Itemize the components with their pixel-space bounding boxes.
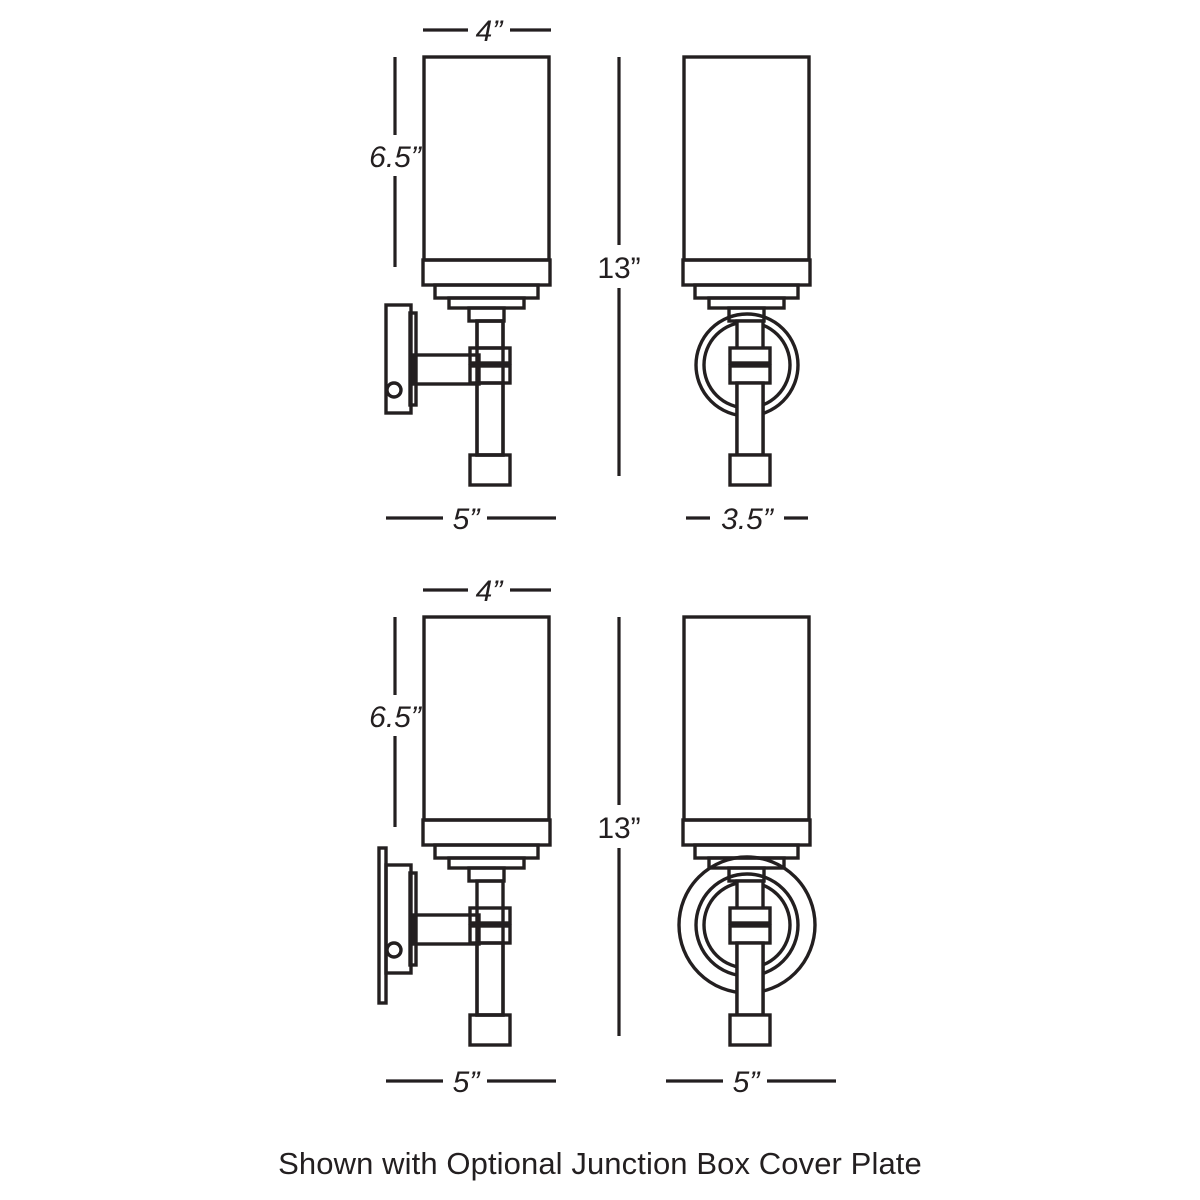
shade-holder-plate-2 — [433, 283, 540, 300]
stem-collar-lower — [728, 364, 772, 385]
caption-text: Shown with Optional Junction Box Cover P… — [278, 1146, 922, 1181]
wall-backplate-edge — [408, 871, 418, 967]
shade-cylinder — [682, 55, 811, 262]
stem-collar-top — [467, 306, 506, 323]
stem-collar-upper — [728, 906, 772, 925]
dimension-labels: 4” 6.5” 13” 5” 3.5” 4” 6.5” 13” 5” 5” — [369, 15, 775, 1099]
stem-foot — [728, 1013, 772, 1047]
label-top-overall-height: 13” — [597, 252, 640, 285]
stem-lower — [735, 381, 765, 457]
stem-collar-lower — [728, 924, 772, 945]
stem-collar-top — [467, 866, 506, 883]
stem-column — [475, 879, 505, 1017]
label-top-width: 4” — [476, 15, 505, 48]
label-bottom-width: 4” — [476, 575, 505, 608]
backplate-screw-hole — [385, 381, 403, 399]
backplate-screw-hole — [385, 941, 403, 959]
shade-cylinder — [422, 615, 551, 822]
stem-lower — [475, 381, 505, 457]
stem-lower — [735, 941, 765, 1017]
stem-foot — [468, 453, 512, 487]
label-bottom-overall-height: 13” — [597, 812, 640, 845]
stem-collar-upper — [468, 346, 512, 365]
horizontal-arm — [411, 913, 481, 946]
horizontal-arm — [411, 353, 481, 386]
stem-foot — [728, 453, 772, 487]
top-right-side-view — [681, 55, 812, 487]
shade-cylinder — [422, 55, 551, 262]
label-bottom-left-base-width: 5” — [453, 1066, 482, 1099]
label-bottom-right-base-width: 5” — [733, 1066, 762, 1099]
stem-upper — [475, 319, 505, 350]
shade-holder-plate-2 — [693, 283, 800, 300]
stem-column — [475, 319, 505, 457]
shade-holder-plate-2 — [433, 843, 540, 860]
label-top-left-base-width: 5” — [453, 503, 482, 536]
label-bottom-shade-height: 6.5” — [369, 701, 423, 734]
stem-collar-upper — [468, 906, 512, 925]
shade-holder-plate — [421, 258, 552, 287]
stem-foot — [468, 1013, 512, 1047]
bottom-dimension-lines — [386, 588, 836, 1083]
shade-holder-plate — [681, 818, 812, 847]
shade-holder-plate — [681, 258, 812, 287]
label-top-shade-height: 6.5” — [369, 141, 423, 174]
stem-collar-upper — [728, 346, 772, 365]
shade-holder-plate — [421, 818, 552, 847]
stem-lower — [475, 941, 505, 1017]
label-top-right-base-width: 3.5” — [721, 503, 775, 536]
shade-cylinder — [682, 615, 811, 822]
wall-backplate-edge — [408, 311, 418, 407]
top-dimension-lines — [386, 28, 808, 520]
bottom-left-front-view — [377, 615, 552, 1047]
top-left-front-view — [384, 55, 552, 487]
bottom-right-side-view — [677, 615, 817, 1047]
